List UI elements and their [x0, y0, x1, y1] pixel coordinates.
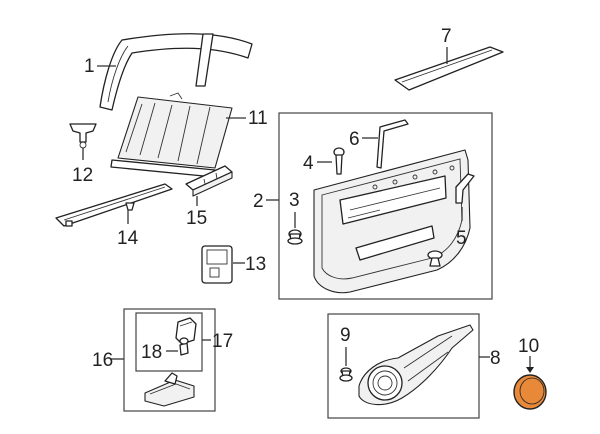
part-8-speaker-trim: [358, 324, 474, 406]
part-17-socket: [175, 317, 197, 345]
callout-18: 18: [141, 342, 162, 363]
group-box-17: [135, 312, 203, 372]
part-5-bracket: [455, 173, 475, 204]
part-18-bulb: [179, 337, 189, 356]
part-10-highlighted-cap: [513, 374, 547, 410]
part-2-screw: [427, 250, 443, 267]
callout-17: 17: [212, 331, 233, 352]
callout-5: 5: [456, 228, 467, 249]
callout-1: 1: [84, 56, 95, 77]
callout-14: 14: [117, 228, 139, 249]
arrowhead-10: [526, 367, 534, 373]
callout-4: 4: [303, 153, 314, 174]
callout-10: 10: [518, 336, 539, 357]
callout-16: 16: [92, 350, 113, 371]
callout-12: 12: [72, 165, 93, 186]
callout-2: 2: [253, 191, 264, 212]
callout-8: 8: [490, 348, 501, 369]
group-box-2: [278, 112, 493, 300]
part-16-lamp: [144, 372, 195, 407]
callout-9: 9: [340, 325, 351, 346]
part-7-trim-strip: [394, 46, 504, 91]
part-3-pin: [287, 229, 303, 245]
callout-7: 7: [441, 26, 452, 47]
part-6-rod: [376, 119, 409, 169]
callout-15: 15: [186, 208, 207, 229]
part-14-sill-strip: [55, 183, 173, 227]
part-9-pin: [339, 367, 353, 382]
part-12-clip: [69, 123, 97, 149]
callout-3: 3: [289, 190, 300, 211]
part-13-switch: [201, 245, 233, 284]
part-15-bracket: [185, 165, 233, 197]
callout-11: 11: [248, 108, 268, 129]
callout-13: 13: [245, 254, 266, 275]
part-1-window-molding: [99, 33, 253, 111]
callout-6: 6: [349, 129, 360, 150]
part-4-bolt: [333, 147, 345, 175]
group-box-16: [123, 308, 216, 412]
group-box-8: [327, 313, 480, 419]
part-11-sunshade: [110, 92, 233, 178]
